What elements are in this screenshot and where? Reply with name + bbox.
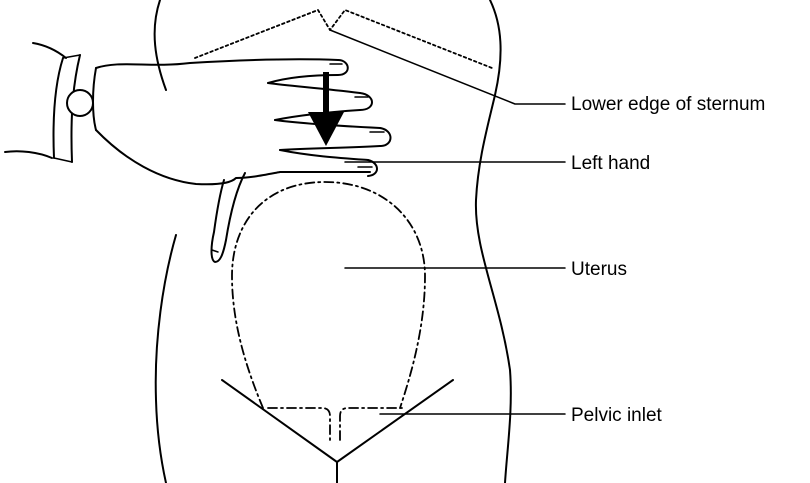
downward-arrow-icon: [308, 72, 344, 146]
label-pelvic-inlet: Pelvic inlet: [571, 405, 663, 426]
torso-right-outline: [474, 0, 512, 483]
label-lower-edge-of-sternum: Lower edge of sternum: [571, 94, 765, 115]
left-hand-drawing: [4, 42, 392, 263]
torso-left-outline: [153, 0, 177, 483]
label-left-hand: Left hand: [571, 153, 650, 174]
pubic-v-outline: [221, 379, 454, 483]
watch-face: [66, 89, 94, 117]
leader-line-sternum: [329, 29, 566, 105]
sternum-edge-outline: [194, 9, 493, 69]
pelvic-inlet-outline: [267, 407, 403, 441]
label-uterus: Uterus: [571, 259, 627, 280]
uterus-outline: [231, 181, 426, 409]
